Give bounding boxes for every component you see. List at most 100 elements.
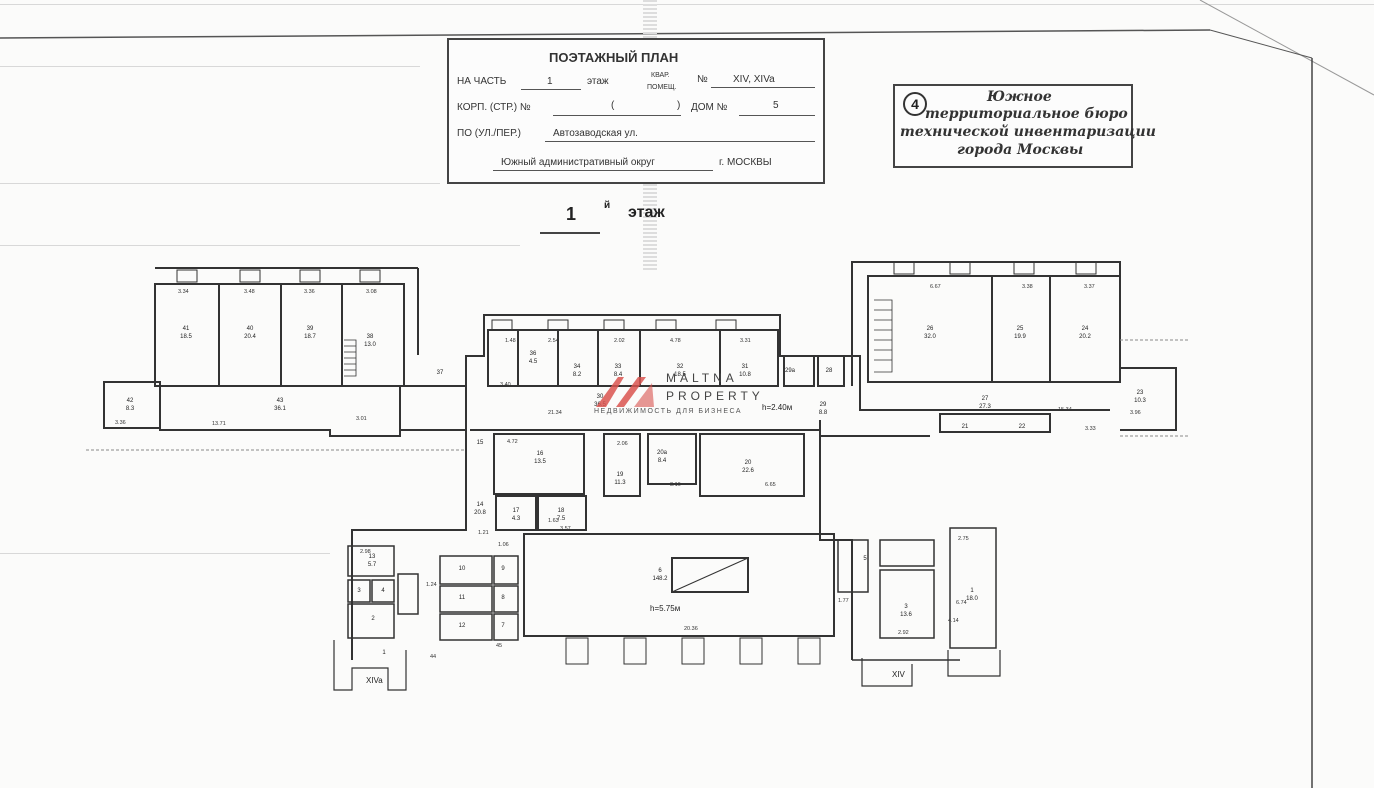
underline bbox=[739, 115, 815, 116]
room-area: 8.8 bbox=[819, 410, 828, 416]
room-area: 22.6 bbox=[742, 468, 754, 474]
corridor-height-label: h=2.40м bbox=[762, 403, 792, 412]
room-number: 2 bbox=[371, 616, 375, 622]
scan-artifact-line bbox=[0, 245, 520, 246]
wall bbox=[859, 386, 1110, 411]
room-number: 3 bbox=[904, 604, 908, 610]
dimension-label: 4.72 bbox=[507, 439, 518, 445]
wall-group-left bbox=[103, 267, 467, 437]
room-area: 10.8 bbox=[739, 372, 751, 378]
room-area: 20.4 bbox=[244, 334, 256, 340]
stamp-city-value: г. МОСКВЫ bbox=[719, 157, 772, 168]
floor-word: этаж bbox=[628, 204, 665, 221]
stamp-korp-label: КОРП. (СТР.) № bbox=[457, 102, 531, 113]
entrance-label-left: XIVa bbox=[366, 676, 383, 685]
room-number: 1 bbox=[970, 588, 974, 594]
stamp-part-label: НА ЧАСТЬ bbox=[457, 76, 507, 87]
room-number: 10 bbox=[459, 566, 466, 572]
room-number: 3 bbox=[357, 588, 361, 594]
wall bbox=[159, 386, 401, 437]
dimension-label: 1.48 bbox=[505, 338, 516, 344]
stamp-no-label: № bbox=[697, 74, 708, 85]
stair-right bbox=[874, 299, 893, 373]
dimension-label: 21.34 bbox=[548, 410, 562, 416]
room-number: 14 bbox=[477, 502, 484, 508]
dimension-label: 4.14 bbox=[948, 618, 959, 624]
room-number: 32 bbox=[677, 364, 684, 370]
room-area: 4.3 bbox=[512, 516, 521, 522]
room-number: 37 bbox=[437, 370, 444, 376]
room-number: 6 bbox=[658, 568, 662, 574]
scan-artifact-line bbox=[0, 4, 1374, 5]
room-number: 7 bbox=[501, 623, 505, 629]
wall bbox=[817, 355, 845, 387]
window bbox=[299, 269, 321, 283]
dimension-label: 1.06 bbox=[498, 542, 509, 548]
wall bbox=[949, 527, 997, 649]
room-area: 18.5 bbox=[180, 334, 192, 340]
stamp-no-value: XIV, XIVa bbox=[733, 74, 775, 85]
stairs bbox=[344, 299, 893, 377]
dimension-label: 2.54 bbox=[548, 338, 559, 344]
entrance-label-right: XIV bbox=[892, 670, 906, 679]
wall bbox=[699, 433, 805, 497]
room-area: 8.2 bbox=[573, 372, 582, 378]
watermark-logo-icon bbox=[596, 377, 654, 407]
room-number: 12 bbox=[459, 623, 466, 629]
floor-heading-underline bbox=[540, 232, 600, 234]
wall bbox=[523, 533, 835, 637]
dimension-label: 3.57 bbox=[560, 526, 571, 532]
room-area: 20.2 bbox=[1079, 334, 1091, 340]
dimension-label: 3.96 bbox=[1130, 410, 1141, 416]
wall bbox=[397, 573, 419, 615]
dimension-label: 3.36 bbox=[304, 289, 315, 295]
entrance-right bbox=[861, 658, 913, 687]
dimension-label: 15.34 bbox=[1058, 407, 1072, 413]
wall bbox=[495, 495, 537, 531]
dimension-label: 2.75 bbox=[958, 536, 969, 542]
dimension-label: 1.63 bbox=[548, 518, 559, 524]
stamp-kvar-label: КВАР. bbox=[651, 72, 670, 79]
room-number: 34 bbox=[574, 364, 581, 370]
window bbox=[359, 269, 381, 283]
room-area: 148.2 bbox=[652, 576, 668, 582]
wall bbox=[493, 555, 519, 585]
room-area: 10.3 bbox=[1134, 398, 1146, 404]
room-number: 25 bbox=[1017, 326, 1024, 332]
wall bbox=[347, 579, 371, 603]
floor-number-sup: й bbox=[604, 200, 611, 211]
stamp-korp-paren-close: ) bbox=[677, 100, 681, 111]
room-area: 18.7 bbox=[304, 334, 316, 340]
wall bbox=[439, 585, 493, 613]
wall bbox=[671, 557, 749, 593]
wall bbox=[867, 275, 1121, 383]
room-area: 5.7 bbox=[368, 562, 377, 568]
room-number: 4 bbox=[381, 588, 385, 594]
dimension-label: 4.78 bbox=[670, 338, 681, 344]
dimension-label: 3.16 bbox=[670, 482, 681, 488]
entrance-far-right bbox=[947, 650, 1001, 677]
wall-group-middle bbox=[351, 429, 853, 660]
watermark-line3: НЕДВИЖИМОСТЬ ДЛЯ БИЗНЕСА bbox=[594, 408, 743, 415]
wall bbox=[465, 314, 861, 386]
dimension-label: 3.01 bbox=[356, 416, 367, 422]
dimension-label: 1.21 bbox=[478, 530, 489, 536]
bti-stamp: 4 Южное территориальное бюро технической… bbox=[893, 84, 1156, 168]
room-number: 11 bbox=[459, 595, 466, 601]
dimension-label: 1.77 bbox=[838, 598, 849, 604]
bti-line1: Южное bbox=[987, 89, 1052, 105]
bti-line3: технической инвентаризации bbox=[900, 124, 1156, 140]
room-area: 27.3 bbox=[979, 404, 991, 410]
stamp-street-label: ПО (УЛ./ПЕР.) bbox=[457, 128, 521, 139]
wall bbox=[939, 413, 1051, 433]
dimension-label: 6.74 bbox=[956, 600, 967, 606]
stamp-floor-word: этаж bbox=[587, 76, 609, 87]
room-area: 36.1 bbox=[274, 406, 286, 412]
wall bbox=[493, 613, 519, 641]
room-number: 23 bbox=[1137, 390, 1144, 396]
window bbox=[176, 269, 198, 283]
room-number: 17 bbox=[513, 508, 520, 514]
wall bbox=[347, 545, 395, 577]
